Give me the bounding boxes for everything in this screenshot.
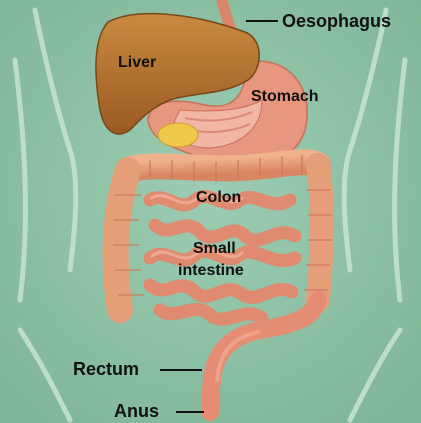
fat-tissue (158, 123, 198, 147)
small-intestine-label-line2: intestine (178, 263, 244, 279)
colon-label: Colon (196, 190, 241, 206)
oesophagus-leader-line (246, 20, 278, 22)
oesophagus-label: Oesophagus (282, 12, 391, 30)
small-intestine-label-line1: Small (193, 241, 236, 257)
stomach-label: Stomach (251, 89, 319, 105)
rectum-label: Rectum (73, 360, 139, 378)
anus-leader-line (176, 411, 204, 413)
liver-label: Liver (118, 55, 156, 71)
rectum-leader-line (160, 369, 202, 371)
anus-label: Anus (114, 402, 159, 420)
